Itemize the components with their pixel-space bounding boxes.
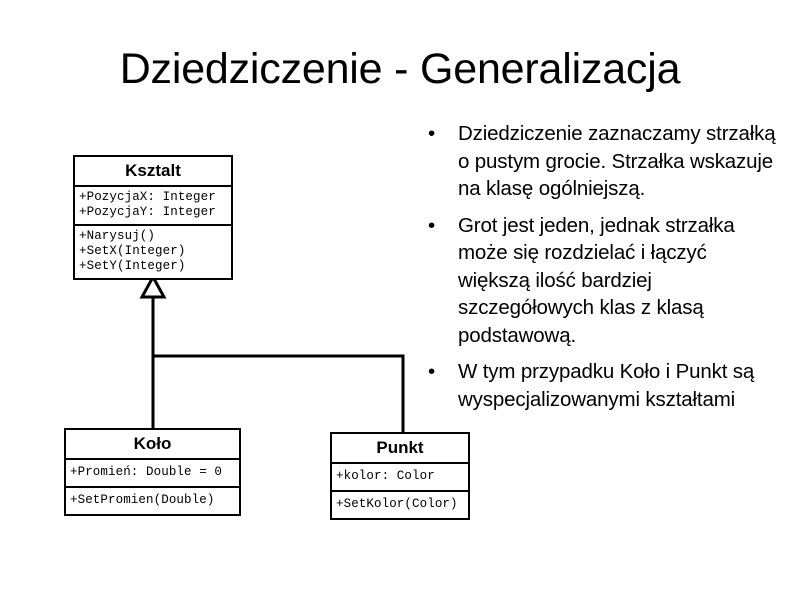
bullet-point-icon: • bbox=[428, 360, 436, 383]
uml-class-ksztalt[interactable]: Ksztalt +PozycjaX: Integer +PozycjaY: In… bbox=[73, 155, 233, 280]
uml-operation: +SetY(Integer) bbox=[79, 259, 186, 273]
list-item-text: Grot jest jeden, jednak strzałka może si… bbox=[458, 213, 735, 347]
uml-operations-compartment: +SetKolor(Color) bbox=[332, 490, 468, 518]
uml-class-kolo[interactable]: Koło +Promień: Double = 0 +SetPromien(Do… bbox=[64, 428, 241, 516]
uml-class-punkt[interactable]: Punkt +kolor: Color +SetKolor(Color) bbox=[330, 432, 470, 520]
uml-operation: +SetKolor(Color) bbox=[336, 497, 458, 511]
list-item-text: W tym przypadku Koło i Punkt są wyspecja… bbox=[458, 360, 755, 411]
uml-operations-compartment: +Narysuj() +SetX(Integer) +SetY(Integer) bbox=[75, 224, 231, 278]
bullet-point-icon: • bbox=[428, 122, 436, 145]
generalization-arrowhead-icon bbox=[139, 273, 167, 299]
uml-operations-compartment: +SetPromien(Double) bbox=[66, 486, 239, 514]
uml-operation: +Narysuj() bbox=[79, 229, 156, 243]
uml-attribute: +Promień: Double = 0 bbox=[70, 465, 223, 479]
list-item: • Grot jest jeden, jednak strzałka może … bbox=[418, 212, 778, 350]
uml-operation: +SetPromien(Double) bbox=[70, 493, 215, 507]
uml-attributes-compartment: +PozycjaX: Integer +PozycjaY: Integer bbox=[75, 185, 231, 224]
bullet-list: • Dziedziczenie zaznaczamy strzałką o pu… bbox=[418, 120, 778, 422]
uml-class-name: Punkt bbox=[376, 438, 424, 457]
page-title: Dziedziczenie - Generalizacja bbox=[119, 45, 681, 93]
uml-attribute: +PozycjaY: Integer bbox=[79, 205, 216, 219]
list-item: • Dziedziczenie zaznaczamy strzałką o pu… bbox=[418, 120, 778, 203]
list-item-text: Dziedziczenie zaznaczamy strzałką o pust… bbox=[458, 122, 776, 200]
uml-attributes-compartment: +kolor: Color bbox=[332, 462, 468, 490]
uml-attribute: +PozycjaX: Integer bbox=[79, 190, 216, 204]
uml-attribute: +kolor: Color bbox=[336, 469, 435, 483]
uml-attributes-compartment: +Promień: Double = 0 bbox=[66, 458, 239, 486]
list-item: • W tym przypadku Koło i Punkt są wyspec… bbox=[418, 358, 778, 413]
uml-class-name: Ksztalt bbox=[125, 161, 181, 180]
uml-operation: +SetX(Integer) bbox=[79, 244, 186, 258]
uml-class-name: Koło bbox=[133, 434, 172, 453]
bullet-point-icon: • bbox=[428, 213, 436, 237]
